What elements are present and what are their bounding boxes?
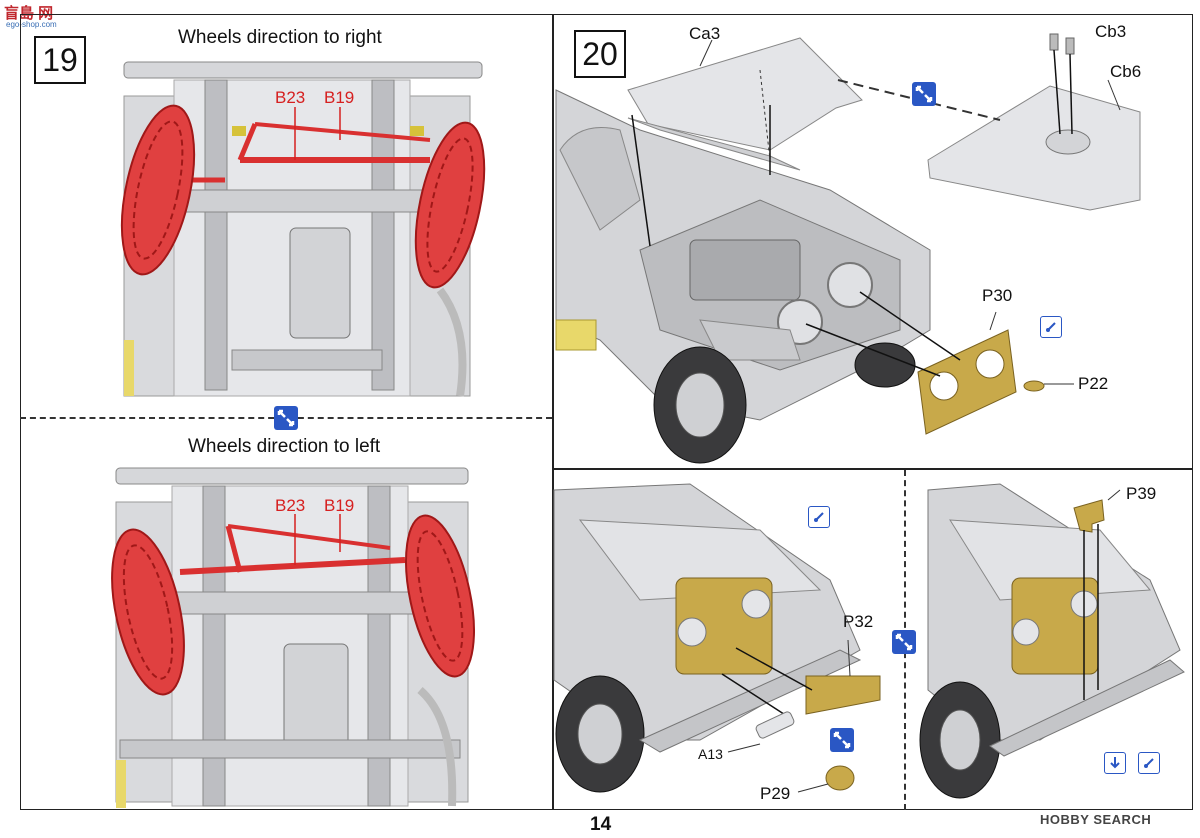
glue-icon [1138,752,1160,774]
swap-arrows-icon [830,728,854,752]
swap-arrows-icon [892,630,916,654]
apply-down-icon [1104,752,1126,774]
vehicle-bracket-assembly [919,483,1185,799]
part-label-b23-top: B23 [275,88,306,107]
part-label-b23-bottom: B23 [275,496,306,515]
part-label-b19-bottom: B19 [324,496,355,515]
panel-divider-horizontal [552,468,1193,470]
part-label-a13: A13 [698,746,723,762]
part-label-p30: P30 [982,286,1013,305]
instruction-sheet-frame [20,14,1193,810]
vehicle-bonnet-assembly [555,33,1141,464]
part-label-b19-top: B19 [324,88,355,107]
vehicle-grille-assembly [553,483,881,793]
panel-divider-vertical [552,14,554,810]
glue-icon [1040,316,1062,338]
part-label-ca3: Ca3 [689,24,721,43]
part-label-p32: P32 [843,612,874,631]
swap-arrows-icon [274,406,298,430]
caption-wheels-right: Wheels direction to right [178,27,382,48]
brand-watermark: HOBBY SEARCH [1040,812,1152,827]
caption-wheels-left: Wheels direction to left [188,436,381,457]
part-label-cb3: Cb3 [1095,22,1127,41]
swap-arrows-icon [912,82,936,106]
part-label-p29: P29 [760,784,791,803]
chassis-top-view-left [111,467,475,808]
part-label-cb6: Cb6 [1110,62,1142,81]
part-label-p39: P39 [1126,484,1157,503]
step-19-number: 19 [34,36,86,84]
glue-icon [808,506,830,528]
step-20-number: 20 [574,30,626,78]
page-number: 14 [590,814,612,835]
site-logo-subtitle: ego-shop.com [6,20,57,29]
chassis-top-view-right [120,61,486,397]
site-logo: 盲島 网 [4,5,54,22]
part-label-p22: P22 [1078,374,1109,393]
